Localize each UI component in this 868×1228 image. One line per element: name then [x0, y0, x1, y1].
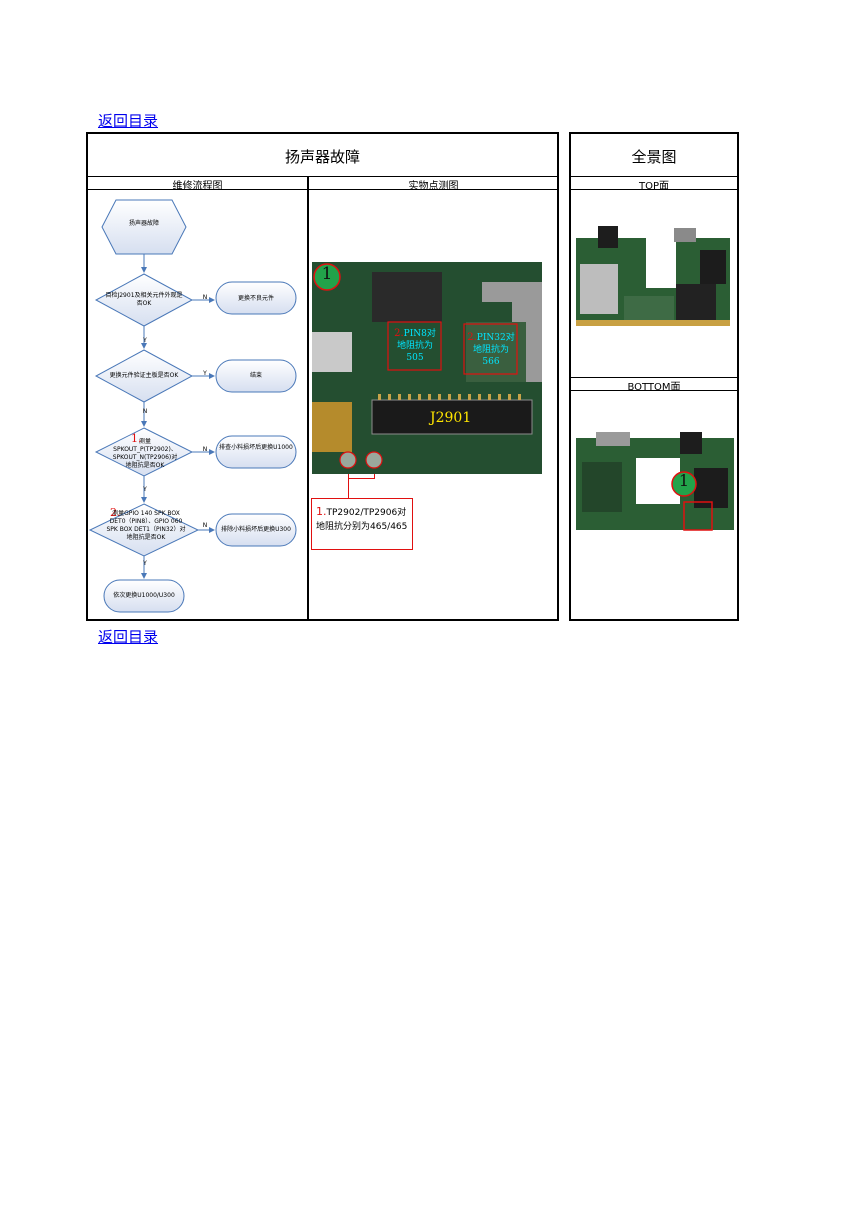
flow-a4-text: 排除小料损坏后更换U300 — [221, 526, 291, 533]
divider — [570, 189, 738, 190]
label-y: Y — [143, 486, 147, 493]
divider — [87, 176, 558, 177]
flow-a1-text: 更换不良元件 — [237, 295, 274, 302]
flow-q1-text: 目检J2901及相关元件外观是否OK — [105, 292, 183, 307]
pin32-label: 2.PIN32对地阻抗为566 — [466, 332, 516, 368]
label-y: Y — [143, 560, 147, 567]
label-y: Y — [203, 370, 207, 377]
callout-line — [348, 478, 375, 479]
flow-q2-text: 更换元件验证主板是否OK — [109, 372, 179, 379]
divider — [570, 176, 738, 177]
flow-end-text: 依次更换U1000/U300 — [113, 592, 175, 599]
end-node — [103, 579, 185, 613]
label-n: N — [142, 408, 148, 415]
pin32-number: 2. — [467, 332, 477, 343]
col-flow-header: 维修流程图 — [172, 181, 223, 192]
back-to-contents-link-bottom[interactable]: 返回目录 — [98, 628, 159, 646]
board-photo: 1 2.PIN8对地阻抗为505 2.PIN32对地阻抗为566 J2901 — [312, 262, 542, 474]
overview-title: 全景图 — [631, 148, 677, 166]
label-n: N — [202, 522, 208, 529]
col-photo-header: 实物点测图 — [408, 181, 459, 192]
q3-number: 1. — [131, 432, 142, 445]
top-side-label: TOP面 — [638, 181, 669, 192]
pin8-text: PIN8对地阻抗为505 — [396, 329, 436, 363]
callout-number: 1. — [316, 505, 327, 518]
action-replace-u1000 — [215, 435, 297, 469]
resistance-callout: 1.TP2902/TP2906对地阻抗分别为465/465 — [311, 498, 413, 550]
callout-line — [348, 474, 349, 498]
connector-label: J2901 — [430, 410, 472, 426]
label-y: Y — [143, 337, 147, 344]
divider — [87, 189, 558, 190]
flow-a2-text: 结束 — [249, 372, 262, 379]
back-to-contents-link-top[interactable]: 返回目录 — [98, 112, 159, 130]
bottom-side-label: BOTTOM面 — [627, 382, 681, 393]
label-n: N — [202, 446, 208, 453]
main-title: 扬声器故障 — [284, 148, 360, 166]
start-node — [101, 199, 187, 255]
flowchart — [88, 199, 297, 613]
pin8-number: 2. — [394, 328, 404, 339]
board-photo-drawing — [312, 262, 542, 474]
label-n: N — [202, 294, 208, 301]
divider — [570, 390, 738, 391]
overview-table — [569, 132, 739, 621]
divider — [570, 377, 738, 378]
overview-marker: 1 — [678, 471, 690, 490]
pin8-label: 2.PIN8对地阻抗为505 — [390, 328, 440, 364]
flow-q3-text: 测量SPKOUT_P(TP2902)、SPKOUT_N(TP2906)对地阻抗是… — [112, 438, 178, 469]
flow-start-text: 扬声器故障 — [128, 220, 159, 227]
pin32-text: PIN32对地阻抗为566 — [472, 333, 515, 367]
action-end — [215, 359, 297, 393]
callout-text: TP2902/TP2906对地阻抗分别为465/465 — [316, 508, 408, 532]
top-board-photo — [576, 226, 730, 326]
photo-marker: 1 — [321, 264, 333, 284]
callout-line — [374, 474, 375, 478]
flow-a3-text: 排查小料损坏后更换U1000 — [219, 444, 293, 451]
column-divider — [307, 176, 309, 620]
action-replace-u300 — [215, 513, 297, 547]
flow-q4-text: 测量GPIO 140 SPK BOX DET0（PIN8）、GPIO 060 S… — [106, 510, 186, 541]
bottom-board-photo — [576, 432, 734, 531]
q4-number: 2. — [110, 506, 121, 519]
action-replace-part — [215, 281, 297, 315]
